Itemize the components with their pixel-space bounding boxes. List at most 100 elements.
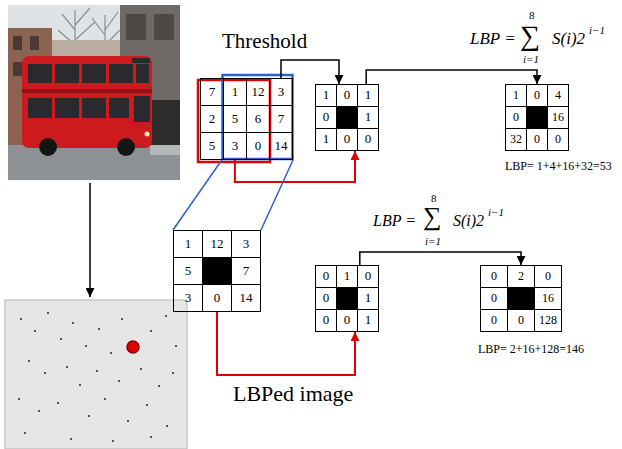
dot: [121, 318, 123, 320]
formula-text: S(i)2: [552, 30, 585, 49]
sum-sign: ∑: [520, 22, 540, 50]
output-caption: LBPed image: [233, 382, 353, 406]
windscreen: [134, 96, 150, 122]
grid-cell: 3: [223, 132, 247, 160]
grid-cell: 5: [200, 132, 224, 160]
grid-cell: 0: [480, 265, 508, 288]
sum-limit: i=1: [523, 53, 539, 65]
grid-cell: 0: [526, 84, 548, 107]
cell-value: 0: [344, 88, 351, 102]
weight-grid: 02001600128: [480, 265, 562, 332]
cell-value: 12: [211, 237, 224, 251]
grid-cell: 5: [173, 257, 203, 285]
sum-limit: 8: [431, 192, 437, 204]
grid-cell: 1: [315, 128, 337, 151]
cell-value: 4: [555, 89, 561, 102]
cell-value: 0: [513, 111, 519, 124]
cell-value: 1: [323, 132, 330, 146]
cell-value: 1: [365, 88, 372, 102]
dot: [57, 402, 59, 404]
pixel-grid: 1123573014: [173, 230, 261, 312]
center-pixel: [202, 257, 232, 285]
shop-front: [150, 100, 180, 150]
blue-window: [223, 75, 293, 159]
wheel: [39, 138, 57, 156]
sum-limit: i=1: [425, 235, 441, 247]
cell-value: 6: [255, 112, 262, 126]
connector: [360, 252, 521, 265]
cell-value: 0: [491, 314, 497, 327]
cell-value: 0: [214, 291, 221, 305]
window: [28, 64, 52, 83]
grid-cell: 1: [357, 106, 379, 129]
window: [13, 36, 22, 50]
grid-cell: 0: [336, 309, 358, 332]
grid-cell: 1: [336, 265, 358, 288]
grid-cell: 0: [357, 265, 379, 288]
dot: [18, 398, 20, 400]
grid-cell: 3: [231, 230, 261, 258]
cell-value: 16: [542, 292, 554, 305]
dot: [96, 370, 98, 372]
connector: [217, 312, 355, 375]
cell-value: 12: [252, 85, 265, 99]
grid-cell: 0: [357, 128, 379, 151]
cell-value: 0: [344, 313, 351, 327]
dot: [118, 380, 120, 382]
cell-value: 0: [344, 132, 351, 146]
grid-cell: 0: [315, 106, 337, 129]
cell-value: 0: [323, 269, 330, 283]
grid-cell: 0: [534, 265, 562, 288]
grid-cell: 6: [246, 105, 270, 133]
dot: [98, 328, 100, 330]
sum-sign: ∑: [423, 204, 442, 230]
grid-cell: 0: [336, 128, 358, 151]
dot: [165, 315, 167, 317]
dot: [85, 345, 87, 347]
window: [126, 14, 146, 40]
dot: [150, 330, 152, 332]
cell-value: 1: [365, 313, 372, 327]
cell-value: 5: [185, 264, 192, 278]
dot: [127, 420, 129, 422]
dot: [158, 385, 160, 387]
cell-value: 0: [555, 133, 561, 146]
dot: [34, 330, 36, 332]
cell-value: 3: [243, 237, 250, 251]
cell-value: 0: [545, 270, 551, 283]
bus-body: [22, 56, 152, 148]
grid-cell: 0: [505, 106, 527, 129]
cell-value: 16: [552, 111, 564, 124]
grid-cell: 0: [315, 287, 337, 310]
cell-value: 2: [209, 112, 216, 126]
cell-value: 0: [323, 291, 330, 305]
dot: [38, 410, 40, 412]
grid-cell: 0: [480, 309, 508, 332]
dot: [47, 312, 49, 314]
process-arrow: [89, 183, 91, 297]
result-text: LBP= 2+16+128=146: [478, 343, 584, 356]
dot: [66, 366, 68, 368]
center-pixel: [336, 106, 358, 129]
grid-cell: 5: [223, 105, 247, 133]
window: [109, 64, 133, 83]
headlight: [145, 132, 150, 137]
pixel-grid: 71123256753014: [200, 78, 293, 160]
road: [8, 145, 180, 180]
dot: [104, 398, 106, 400]
dot: [70, 438, 72, 440]
red-window: [198, 80, 270, 162]
destination-display: [132, 58, 150, 63]
dot: [60, 338, 62, 340]
grid-cell: 7: [200, 78, 224, 106]
sky: [8, 5, 180, 180]
center-pixel: [507, 287, 535, 310]
window: [82, 98, 106, 118]
dot: [140, 368, 142, 370]
dot: [172, 372, 174, 374]
formula-text: LBP =: [470, 30, 516, 49]
window: [13, 62, 22, 76]
grid-cell: 0: [315, 309, 337, 332]
cell-value: 128: [539, 314, 557, 327]
dot: [146, 404, 148, 406]
